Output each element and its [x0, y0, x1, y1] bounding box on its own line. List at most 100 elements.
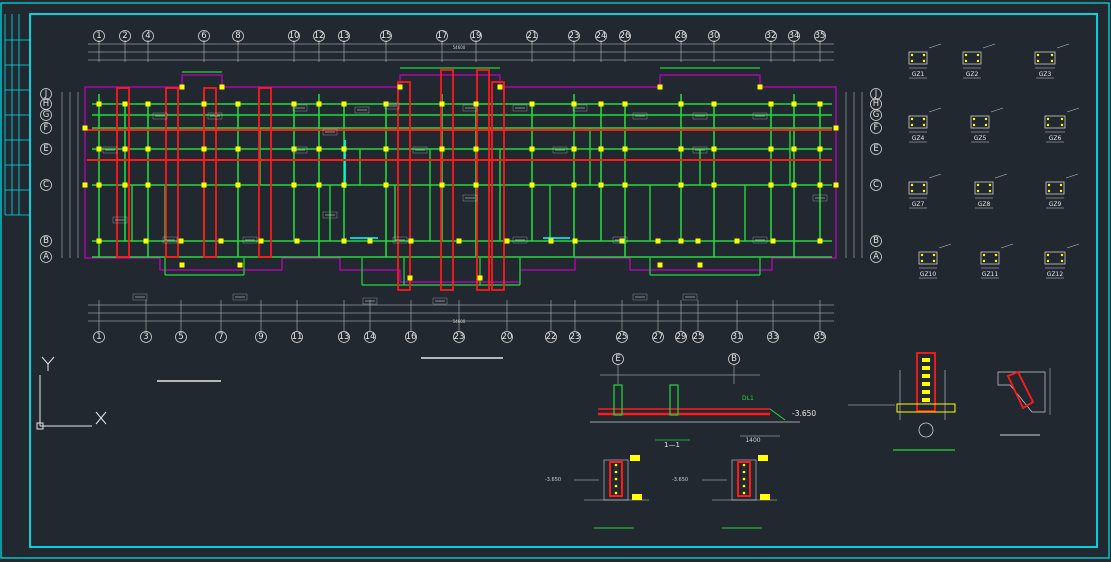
axis-top-13-7: 13 — [338, 30, 350, 42]
axis-bottom-22-11: 22 — [545, 331, 557, 343]
column-section-bar — [910, 59, 914, 63]
column-section-leader — [928, 173, 942, 179]
plan-tag-box-13 — [292, 146, 308, 154]
axis-top-4-2-label: 4 — [145, 31, 150, 41]
detail-c-bar-1 — [922, 366, 930, 370]
axis-left-B: B — [40, 235, 52, 247]
column-section-frame — [1034, 51, 1056, 65]
axis-right-J-label: J — [874, 89, 878, 99]
column-section-gz9: GZ9 — [1045, 173, 1079, 209]
wall-section-detail — [848, 352, 956, 451]
column-section-gz4: GZ4 — [908, 107, 942, 143]
axis-top-26-14-label: 26 — [620, 31, 631, 41]
axis-left-E-label: E — [43, 144, 48, 154]
column-38 — [571, 182, 577, 188]
column-section-bar — [982, 253, 986, 257]
plan-tag-box-2 — [292, 104, 308, 112]
column-31 — [473, 146, 479, 152]
column-94 — [657, 262, 663, 268]
column-8 — [145, 182, 151, 188]
axis-top-2-1: 2 — [119, 30, 131, 42]
column-section-label: GZ3 — [1039, 71, 1052, 78]
axis-bottom-29-15: 29 — [675, 331, 687, 343]
axis-left-A: A — [40, 251, 52, 263]
column-5 — [122, 182, 128, 188]
column-section-leader — [1000, 243, 1014, 249]
detail-b-elevation: -3.650 — [672, 477, 688, 483]
column-section-bar — [910, 117, 914, 121]
column-82 — [833, 125, 839, 131]
column-13 — [235, 146, 241, 152]
axis-bottom-20-10-label: 20 — [502, 332, 513, 342]
column-78 — [770, 238, 776, 244]
plan-annotation-tags — [102, 102, 828, 305]
column-71 — [548, 238, 554, 244]
column-section-leader — [1066, 107, 1080, 113]
plan-tag-box-19 — [462, 194, 478, 202]
axis-top-30-16-label: 30 — [709, 31, 720, 41]
axis-top-28-15: 28 — [675, 30, 687, 42]
column-56 — [791, 182, 797, 188]
plan-tag-box-16 — [692, 146, 708, 154]
axis-top-12-6: 12 — [313, 30, 325, 42]
axis-right-J-circle — [870, 88, 882, 100]
axis-top-13-7-label: 13 — [339, 31, 350, 41]
axis-top-4-2: 4 — [142, 30, 154, 42]
column-section-frame — [1044, 115, 1066, 129]
axis-left-J: J — [40, 88, 52, 100]
axis-top-28-15-label: 28 — [676, 31, 687, 41]
axis-right-H-label: H — [873, 99, 879, 109]
column-84 — [179, 84, 185, 90]
detail-b-rebar — [737, 461, 751, 497]
axis-right-A-label: A — [873, 252, 879, 262]
axis-left-F-label: F — [44, 123, 49, 133]
column-19 — [316, 146, 322, 152]
axis-right-C-circle — [870, 179, 882, 191]
column-85 — [219, 84, 225, 90]
plan-tag-box-3 — [322, 128, 338, 136]
svg-text:B: B — [731, 354, 737, 364]
plan-tag-box-14 — [412, 146, 428, 154]
axis-left-F: F — [40, 122, 52, 134]
axis-right-B-circle — [870, 235, 882, 247]
section-1-slope — [769, 408, 786, 421]
axis-right-F-circle — [870, 122, 882, 134]
axis-top-10-5-label: 10 — [289, 31, 300, 41]
column-section-bar — [1046, 123, 1050, 127]
axis-top-34-18: 34 — [788, 30, 800, 42]
detail-b-dot-4 — [742, 491, 746, 495]
detail-d-rebar — [1006, 370, 1035, 410]
plan-tag-box-27 — [632, 293, 648, 301]
column-section-bar — [922, 123, 926, 127]
column-54 — [791, 101, 797, 107]
column-52 — [768, 146, 774, 152]
column-section-label: GZ10 — [920, 271, 937, 278]
axis-top-24-13-label: 24 — [596, 31, 607, 41]
total-dimension-top: 54600 — [453, 45, 466, 50]
column-55 — [791, 146, 797, 152]
column-section-bar — [976, 189, 980, 193]
column-section-bar — [922, 117, 926, 121]
plan-tag-box-9 — [632, 112, 648, 120]
footing-detail-b — [702, 455, 777, 529]
column-66 — [341, 238, 347, 244]
detail-b-tag-top — [758, 455, 768, 461]
column-34 — [529, 146, 535, 152]
axis-right-H: H — [870, 98, 882, 110]
axis-right-F: F — [870, 122, 882, 134]
detail-b-dot-1 — [742, 470, 746, 474]
ring-beam-vertical-1 — [165, 87, 179, 258]
detail-a-dot-1 — [614, 470, 618, 474]
footing-detail-a — [574, 455, 649, 529]
axis-top-30-16: 30 — [708, 30, 720, 42]
column-section-leader — [1065, 173, 1079, 179]
axis-right-A-circle — [870, 251, 882, 263]
detail-d-outline — [997, 371, 1046, 413]
axis-top-32-17: 32 — [765, 30, 777, 42]
section-1-dl-tag: DL1 — [742, 395, 754, 402]
detail-a-dot-0 — [614, 463, 618, 467]
axis-top-2-1-label: 2 — [122, 31, 127, 41]
